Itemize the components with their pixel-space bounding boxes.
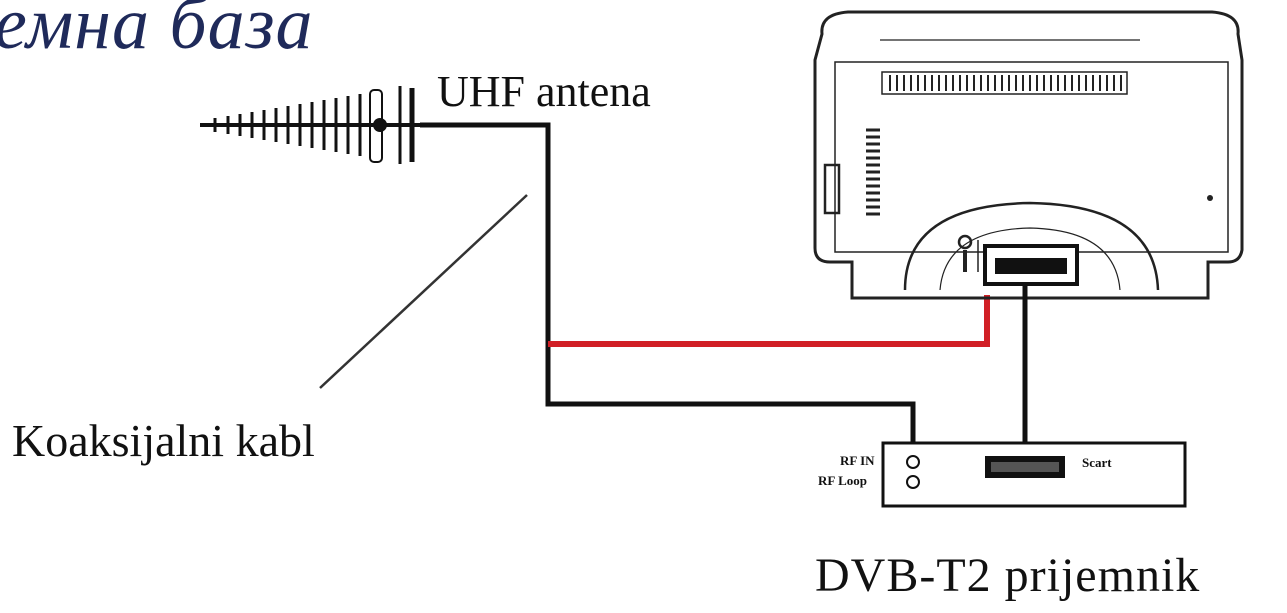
tv-scart-port: [983, 244, 1079, 286]
receiver-label: DVB-T2 prijemnik: [815, 549, 1201, 602]
tv-cable-red: [548, 295, 990, 347]
cable-label: Koaksijalni kabl: [12, 415, 315, 466]
tv-icon: [813, 10, 1244, 300]
antenna-label: UHF antena: [437, 67, 651, 116]
receiver-icon: [881, 441, 1187, 508]
antenna-icon: [200, 86, 420, 164]
antenna-cable-black: [420, 122, 916, 455]
cable-pointer-line: [319, 194, 528, 389]
scart-label: Scart: [1082, 455, 1112, 470]
rf-loop-label: RF Loop: [818, 473, 867, 488]
rf-in-label: RF IN: [840, 453, 875, 468]
page-title: емна база: [0, 0, 314, 65]
